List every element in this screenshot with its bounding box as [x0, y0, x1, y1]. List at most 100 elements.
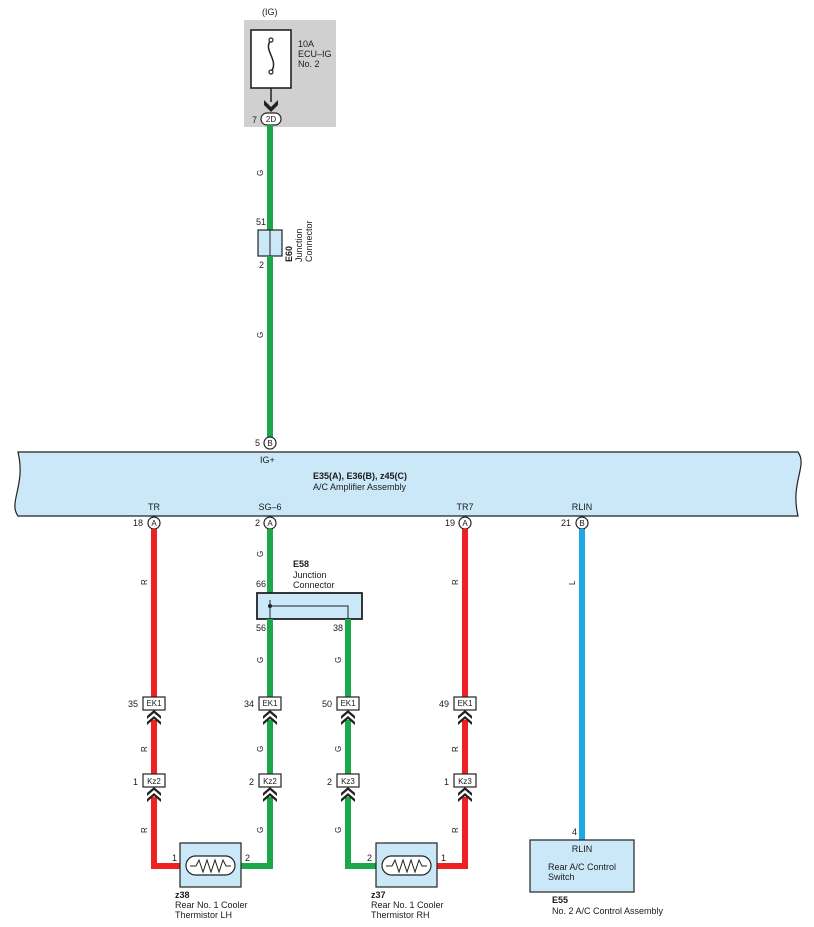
wire-label-g-mid: G [256, 332, 265, 338]
amplifier-term-conn: B [579, 519, 584, 528]
junction-e60-label1: Junction [294, 228, 304, 262]
fuse-terminal-bottom-icon [268, 69, 274, 75]
wire-r-tr7-to-thermistor-rh [437, 797, 468, 869]
wire-label-r: R [140, 746, 149, 752]
control-switch-term: RLIN [572, 844, 593, 854]
amplifier-term-tr7: TR7 19 A [445, 502, 474, 530]
fuse-rating: 10A [298, 39, 314, 49]
fuse-name: ECU–IG [298, 49, 332, 59]
amplifier-codes: E35(A), E36(B), z45(C) [313, 471, 407, 481]
junction-e58-internal-bus [269, 600, 349, 619]
junction-e60-code: E60 [284, 246, 294, 262]
kz-name: Kz2 [147, 777, 161, 786]
fuse-power-label: (IG) [262, 7, 278, 17]
kz-connector-4: 1 Kz3 [444, 773, 477, 802]
chevron-up-icon [147, 787, 161, 802]
fuse-symbol-icon [267, 39, 275, 73]
chevron-up-icon [263, 710, 277, 725]
junction-e58-pin-left: 56 [256, 623, 266, 633]
fuse-terminal-top-icon [268, 37, 274, 43]
control-switch-pin: 4 [572, 827, 577, 837]
amplifier-in-term: IG+ [260, 455, 275, 465]
amplifier-term-sg6: SG–6 2 A [255, 502, 282, 530]
thermistor-rh-code: z37 [371, 890, 386, 900]
junction-e58-pin-right: 38 [333, 623, 343, 633]
wire-label-r: R [140, 827, 149, 833]
amplifier-term-tr: TR 18 A [133, 502, 161, 530]
amplifier-term-conn: A [151, 519, 157, 528]
ek1-name: EK1 [340, 699, 356, 708]
amplifier-term-name: TR [148, 502, 160, 512]
chevron-up-icon [341, 787, 355, 802]
ek1-name: EK1 [146, 699, 162, 708]
amplifier-term-name: RLIN [572, 502, 593, 512]
wire-label-r: R [451, 579, 460, 585]
ek1-pin: 34 [244, 699, 254, 709]
wire-label-g: G [256, 657, 265, 663]
control-switch-code: E55 [552, 895, 568, 905]
fuse-connector-chevron-icon [264, 100, 278, 112]
kz-connector-1: 1 Kz2 [133, 773, 166, 802]
chevron-up-icon [147, 710, 161, 725]
ek1-connector-3: 50 EK1 [322, 696, 360, 725]
wire-g-left-to-thermistor-lh [241, 797, 273, 869]
junction-e58-pin-top: 66 [256, 579, 266, 589]
thermistor-lh-pin-right: 2 [245, 853, 250, 863]
junction-e58-code: E58 [293, 559, 309, 569]
amplifier-term-name: TR7 [456, 502, 473, 512]
thermistor-rh-pin-left: 2 [367, 853, 372, 863]
kz-pin: 1 [133, 777, 138, 787]
wire-label-r: R [451, 746, 460, 752]
junction-e60-label2: Connector [304, 220, 314, 262]
fuse-number: No. 2 [298, 59, 320, 69]
resistor-icon [190, 858, 231, 874]
amplifier-in-conn-circle [263, 436, 277, 450]
ek1-name: EK1 [262, 699, 278, 708]
thermistor-lh: 1 2 z38 Rear No. 1 Cooler Thermistor LH [172, 842, 250, 920]
amplifier-term-conn: A [267, 519, 273, 528]
wire-label-g: G [334, 657, 343, 663]
kz-connector-2: 2 Kz2 [249, 773, 282, 802]
fuse-pin-number: 7 [252, 115, 257, 125]
resistor-icon [386, 858, 427, 874]
wire-label-g-upper: G [256, 170, 265, 176]
amplifier-body [14, 451, 802, 517]
wire-g-right-to-thermistor-rh [345, 797, 376, 869]
ek1-pin: 49 [439, 699, 449, 709]
wire-label-g: G [256, 551, 265, 557]
amplifier-in-pin: 5 [255, 438, 260, 448]
wire-label-g: G [334, 827, 343, 833]
thermistor-lh-pin-left: 1 [172, 853, 177, 863]
junction-e58-label2: Connector [293, 580, 335, 590]
amplifier-term-conn: A [462, 519, 468, 528]
wire-label-g: G [256, 746, 265, 752]
thermistor-rh-pin-right: 1 [441, 853, 446, 863]
amplifier-term-pin: 21 [561, 518, 571, 528]
amplifier-name: A/C Amplifier Assembly [313, 482, 407, 492]
wire-label-r: R [451, 827, 460, 833]
amplifier-term-pin: 2 [255, 518, 260, 528]
ek1-connector-4: 49 EK1 [439, 696, 477, 725]
thermistor-lh-code: z38 [175, 890, 190, 900]
thermistor-rh-line2: Thermistor RH [371, 910, 430, 920]
ek1-connector-2: 34 EK1 [244, 696, 282, 725]
chevron-up-icon [263, 787, 277, 802]
kz-name: Kz2 [263, 777, 277, 786]
junction-e58-node-icon [268, 604, 272, 608]
junction-e60-pin-bottom: 2 [259, 260, 264, 270]
control-switch-line1: Rear A/C Control [548, 862, 616, 872]
wire-label-g: G [334, 746, 343, 752]
thermistor-rh-line1: Rear No. 1 Cooler [371, 900, 444, 910]
amplifier-term-pin: 19 [445, 518, 455, 528]
ek1-connector-1: 35 EK1 [128, 696, 166, 725]
thermistor-rh: 2 1 z37 Rear No. 1 Cooler Thermistor RH [367, 842, 446, 920]
wire-r-tr-to-thermistor-lh [151, 797, 180, 869]
amplifier-term-rlin: RLIN 21 B [561, 502, 593, 530]
fuse-connector-name: 2D [266, 115, 276, 124]
chevron-up-icon [458, 710, 472, 725]
amplifier-term-pin: 18 [133, 518, 143, 528]
wire-label-g: G [256, 827, 265, 833]
wire-label-l: L [568, 580, 577, 585]
amplifier-in-conn: B [267, 439, 272, 448]
